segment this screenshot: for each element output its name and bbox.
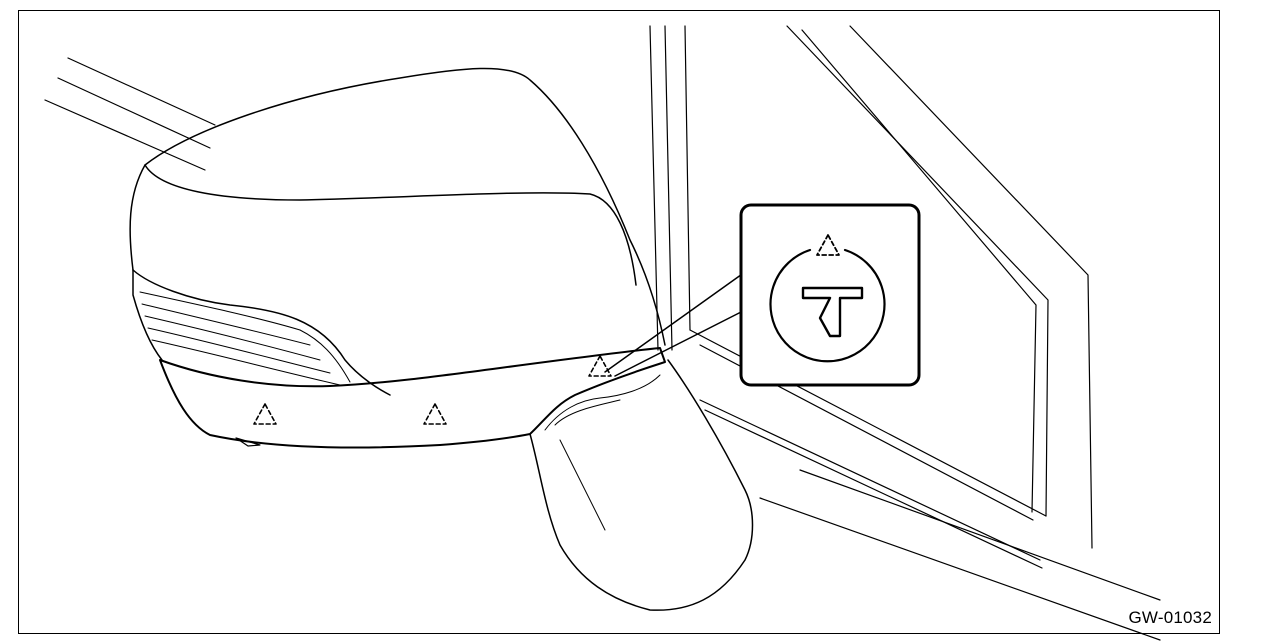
door-frame-lines — [44, 25, 1161, 641]
figure-code: GW-01032 — [1128, 608, 1212, 627]
mirror-housing — [129, 67, 666, 396]
figure-frame — [18, 10, 1220, 634]
clip-markers — [253, 355, 612, 425]
callout-clip-marker — [816, 234, 840, 256]
turn-signal-lens — [139, 291, 351, 386]
clip-marker-2 — [423, 403, 447, 425]
clip-marker-3 — [588, 355, 612, 377]
mirror-base — [529, 359, 754, 611]
clip-marker-1 — [253, 403, 277, 425]
callout-leader — [604, 271, 746, 377]
clip-claw-icon — [801, 286, 864, 338]
lower-cover — [159, 347, 666, 449]
clip-detail-callout — [739, 203, 921, 387]
